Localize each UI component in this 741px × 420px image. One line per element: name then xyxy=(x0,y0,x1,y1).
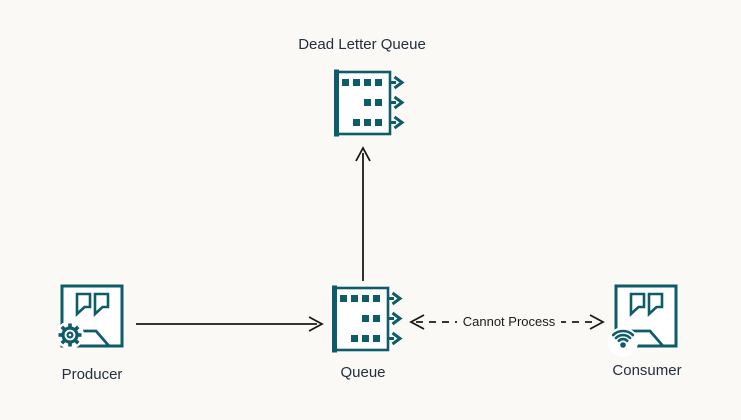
producer-label: Producer xyxy=(61,366,123,383)
queue-to-dead-letter-queue-arrow xyxy=(355,146,371,281)
producer-to-queue-arrow xyxy=(136,316,324,332)
consumer-icon[interactable] xyxy=(608,281,682,357)
consumer-label: Consumer xyxy=(612,362,682,379)
queue-icon[interactable] xyxy=(330,284,404,354)
queue-label: Queue xyxy=(340,364,386,381)
wifi-icon xyxy=(608,327,638,357)
producer-icon[interactable] xyxy=(56,281,128,353)
gear-icon xyxy=(56,321,84,349)
dead-letter-queue-label: Dead Letter Queue xyxy=(298,36,426,53)
dead-letter-queue-icon[interactable] xyxy=(332,68,406,138)
edge-label-cannot-process: Cannot Process xyxy=(457,313,561,331)
